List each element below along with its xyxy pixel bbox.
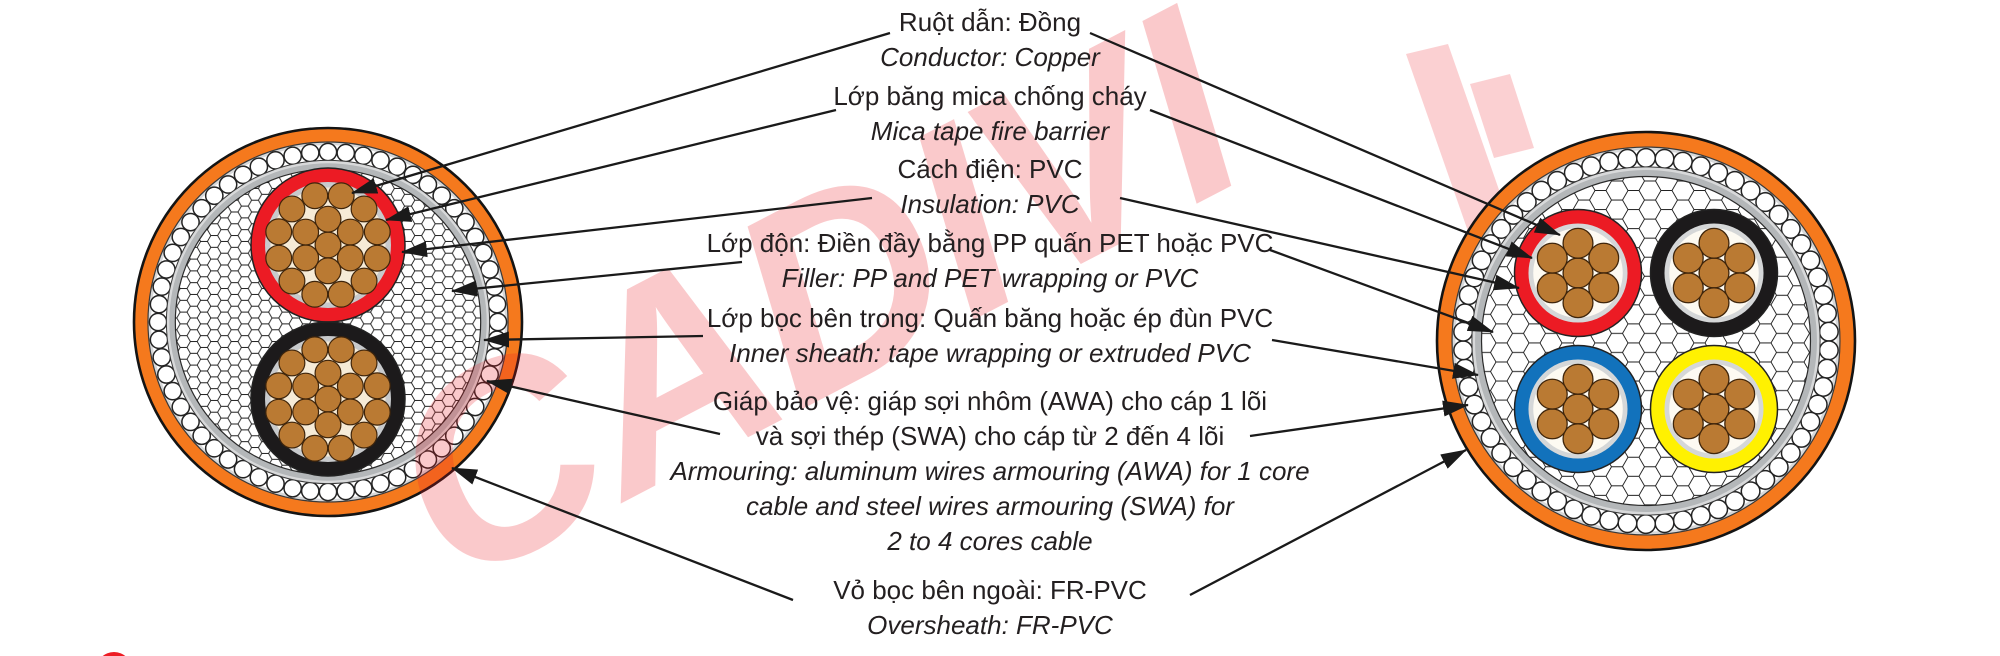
label-conductor: Ruột dẫn: Đồng Conductor: Copper [588,5,1392,75]
right-cable-cross-section [1435,130,1857,552]
label-inner-sheath: Lớp bọc bên trong: Quấn băng hoặc ép đùn… [588,301,1392,371]
label-oversheath-vi: Vỏ bọc bên ngoài: FR-PVC [833,575,1147,605]
label-oversheath: Vỏ bọc bên ngoài: FR-PVC Oversheath: FR-… [588,573,1392,643]
label-conductor-en: Conductor: Copper [880,42,1100,72]
label-armouring-vi: Giáp bảo vệ: giáp sợi nhôm (AWA) cho cáp… [712,386,1268,451]
label-conductor-vi: Ruột dẫn: Đồng [898,7,1082,37]
label-filler-en: Filler: PP and PET wrapping or PVC [781,263,1199,293]
label-oversheath-en: Oversheath: FR-PVC [867,610,1113,640]
left-cable-cross-section [132,126,524,518]
label-inner-sheath-vi: Lớp bọc bên trong: Quấn băng hoặc ép đùn… [706,303,1274,333]
label-armouring: Giáp bảo vệ: giáp sợi nhôm (AWA) cho cáp… [588,384,1392,559]
logo-dot [102,652,126,656]
label-filler: Lớp độn: Điền đầy bằng PP quấn PET hoặc … [588,226,1392,296]
label-mica-tape-en: Mica tape fire barrier [870,116,1110,146]
label-filler-vi: Lớp độn: Điền đầy bằng PP quấn PET hoặc … [706,228,1274,258]
label-insulation: Cách điện: PVC Insulation: PVC [588,152,1392,222]
label-insulation-vi: Cách điện: PVC [897,154,1083,184]
label-armouring-en: Armouring: aluminum wires armouring (AWA… [670,456,1310,556]
label-mica-tape: Lớp băng mica chống cháy Mica tape fire … [588,79,1392,149]
leader-lines [351,31,1561,602]
label-insulation-en: Insulation: PVC [900,189,1080,219]
label-inner-sheath-en: Inner sheath: tape wrapping or extruded … [729,338,1251,368]
label-mica-tape-vi: Lớp băng mica chống cháy [833,81,1147,111]
